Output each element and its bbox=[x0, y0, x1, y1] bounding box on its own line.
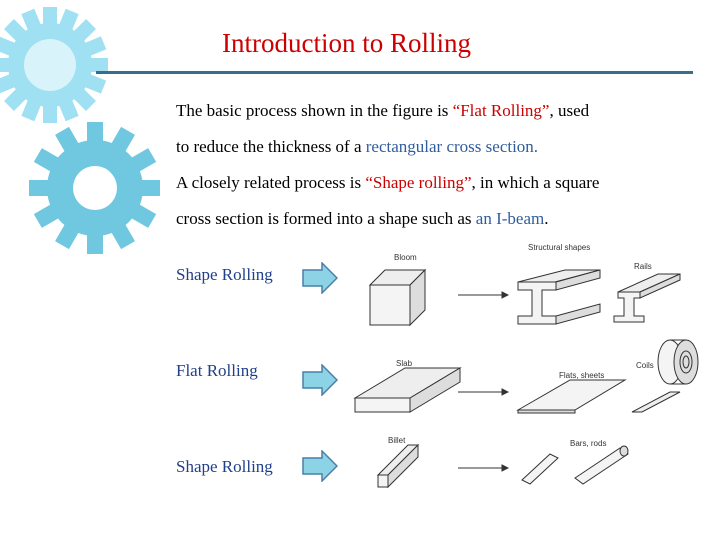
text-run: to reduce the thickness of a bbox=[176, 137, 366, 156]
label-billet: Billet bbox=[388, 436, 406, 445]
coil-shape bbox=[631, 339, 699, 413]
slide-title: Introduction to Rolling bbox=[222, 28, 471, 58]
process-arrowhead bbox=[501, 388, 510, 396]
label-bars-rods: Bars, rods bbox=[570, 439, 606, 448]
highlight-shape-rolling: “Shape rolling” bbox=[365, 173, 472, 192]
paragraph-line: The basic process shown in the figure is… bbox=[176, 93, 696, 129]
label-bloom: Bloom bbox=[394, 253, 417, 262]
paragraph-line: to reduce the thickness of a rectangular… bbox=[176, 129, 696, 165]
text-run: , in which a square bbox=[471, 173, 600, 192]
text-run: The basic process shown in the figure is bbox=[176, 101, 453, 120]
paragraph-flat-rolling: The basic process shown in the figure is… bbox=[176, 93, 696, 165]
gear-icon bbox=[29, 122, 160, 254]
rolling-products-diagram: Bloom Structural shapes Rails Slab Flats… bbox=[353, 243, 699, 489]
text-run: cross section is formed into a shape suc… bbox=[176, 209, 476, 228]
paragraph-line: A closely related process is “Shape roll… bbox=[176, 165, 696, 201]
highlight-flat-rolling: “Flat Rolling” bbox=[452, 101, 550, 120]
i-beam-shape bbox=[517, 269, 601, 325]
label-flats-sheets: Flats, sheets bbox=[559, 371, 604, 380]
slab-block bbox=[353, 367, 462, 413]
row-label-shape-rolling-2: Shape Rolling bbox=[176, 457, 273, 476]
row-label-flat-rolling: Flat Rolling bbox=[176, 361, 258, 380]
text-run: , used bbox=[549, 101, 590, 120]
text-run: . bbox=[544, 209, 549, 228]
highlight-rectangular-section: rectangular cross section. bbox=[365, 137, 539, 156]
bar-shape bbox=[521, 453, 559, 485]
bloom-block bbox=[368, 268, 427, 327]
highlight-i-beam: an I-beam bbox=[475, 209, 545, 228]
process-arrowhead bbox=[501, 291, 510, 299]
title-divider bbox=[96, 71, 693, 74]
label-slab: Slab bbox=[396, 359, 413, 368]
right-arrow-icon bbox=[302, 450, 338, 482]
right-arrow-icon bbox=[302, 262, 338, 294]
rail-shape bbox=[613, 273, 681, 323]
label-rails: Rails bbox=[634, 262, 652, 271]
process-arrowhead bbox=[501, 464, 510, 472]
rod-shape bbox=[574, 445, 629, 485]
text-run: A closely related process is bbox=[176, 173, 366, 192]
billet-bar bbox=[376, 443, 420, 489]
paragraph-shape-rolling: A closely related process is “Shape roll… bbox=[176, 165, 696, 237]
label-structural-shapes: Structural shapes bbox=[528, 243, 590, 252]
right-arrow-icon bbox=[302, 364, 338, 396]
sheet-shape bbox=[516, 379, 627, 414]
gears-decoration bbox=[0, 7, 160, 254]
gear-icon bbox=[0, 7, 108, 123]
paragraph-line: cross section is formed into a shape suc… bbox=[176, 201, 696, 237]
label-coils: Coils bbox=[636, 361, 654, 370]
row-label-shape-rolling: Shape Rolling bbox=[176, 265, 273, 284]
